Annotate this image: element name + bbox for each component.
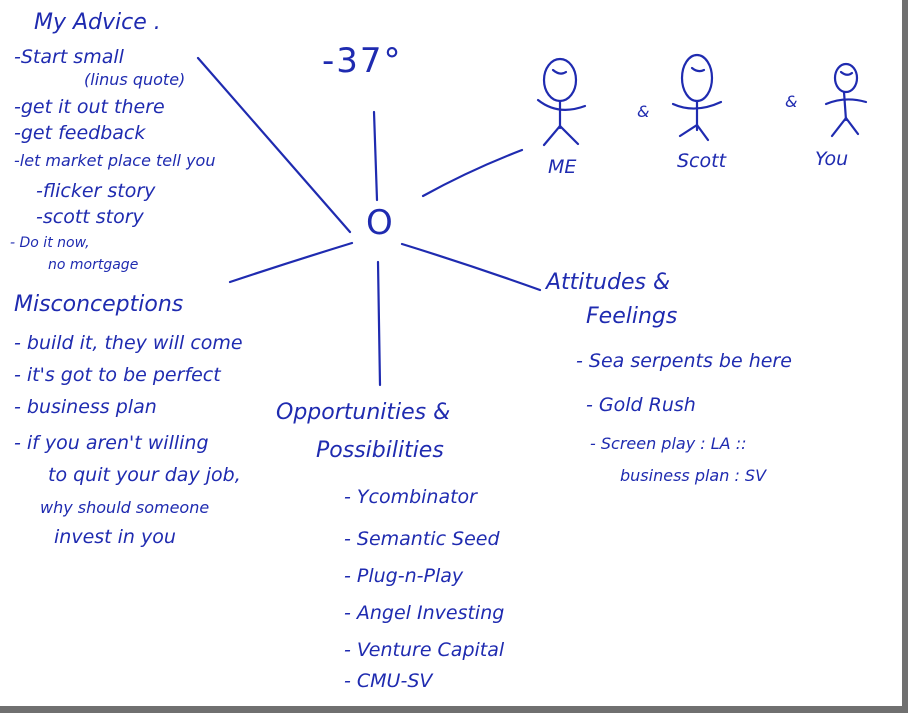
spoke-down: [376, 260, 382, 387]
attitude-item: - Screen play : LA ::: [590, 434, 747, 453]
opportunity-item: - Venture Capital: [344, 639, 505, 661]
opportunity-item: - Ycombinator: [344, 486, 477, 508]
advice-item: -flicker story: [36, 180, 156, 202]
spoke-right: [400, 242, 542, 292]
opportunity-item: - CMU-SV: [344, 670, 433, 692]
spoke-up: [372, 110, 379, 202]
temperature-label: -37°: [322, 41, 403, 81]
spoke-upper-right: [421, 148, 524, 198]
misconception-item: to quit your day job,: [48, 464, 241, 486]
misconception-item: - if you aren't willing: [14, 432, 209, 454]
person-label-me: ME: [548, 156, 577, 178]
separator-ampersand: &: [637, 102, 650, 121]
stick-figure-me: [536, 57, 587, 147]
advice-item: -get it out there: [14, 96, 165, 118]
person-label-you: You: [815, 148, 849, 170]
center-circle: O: [366, 203, 393, 243]
attitude-item: - Sea serpents be here: [576, 350, 792, 372]
opportunities-title: Opportunities &: [276, 400, 451, 425]
advice-title: My Advice .: [34, 10, 161, 35]
stick-figure-scott: [671, 53, 723, 142]
stick-figure-you: [824, 62, 868, 138]
advice-item: - Do it now,: [10, 235, 90, 251]
attitude-item: business plan : SV: [620, 466, 767, 485]
attitude-item: - Gold Rush: [586, 394, 696, 416]
opportunity-item: - Angel Investing: [344, 602, 505, 624]
possibilities-title: Possibilities: [316, 438, 444, 463]
advice-item: -let market place tell you: [14, 151, 216, 170]
misconception-item: - business plan: [14, 396, 157, 418]
frame-border-right: [902, 0, 908, 713]
advice-item: -get feedback: [14, 122, 146, 144]
spoke-upper-left: [196, 56, 352, 234]
advice-item: -scott story: [36, 206, 144, 228]
misconception-item: - build it, they will come: [14, 332, 243, 354]
misconceptions-title: Misconceptions: [14, 292, 184, 317]
advice-item: no mortgage: [48, 257, 139, 273]
frame-border-bottom: [0, 706, 908, 713]
opportunity-item: - Plug-n-Play: [344, 565, 464, 587]
misconception-item: why should someone: [40, 498, 210, 517]
feelings-title: Feelings: [586, 304, 678, 329]
misconception-item: - it's got to be perfect: [14, 364, 221, 386]
advice-item: -Start small: [14, 46, 124, 68]
spoke-left: [228, 241, 354, 284]
person-label-scott: Scott: [677, 150, 727, 172]
advice-item: (linus quote): [84, 70, 186, 89]
opportunity-item: - Semantic Seed: [344, 528, 500, 550]
attitudes-title: Attitudes &: [546, 270, 671, 295]
misconception-item: invest in you: [54, 526, 176, 548]
separator-ampersand: &: [785, 92, 798, 111]
